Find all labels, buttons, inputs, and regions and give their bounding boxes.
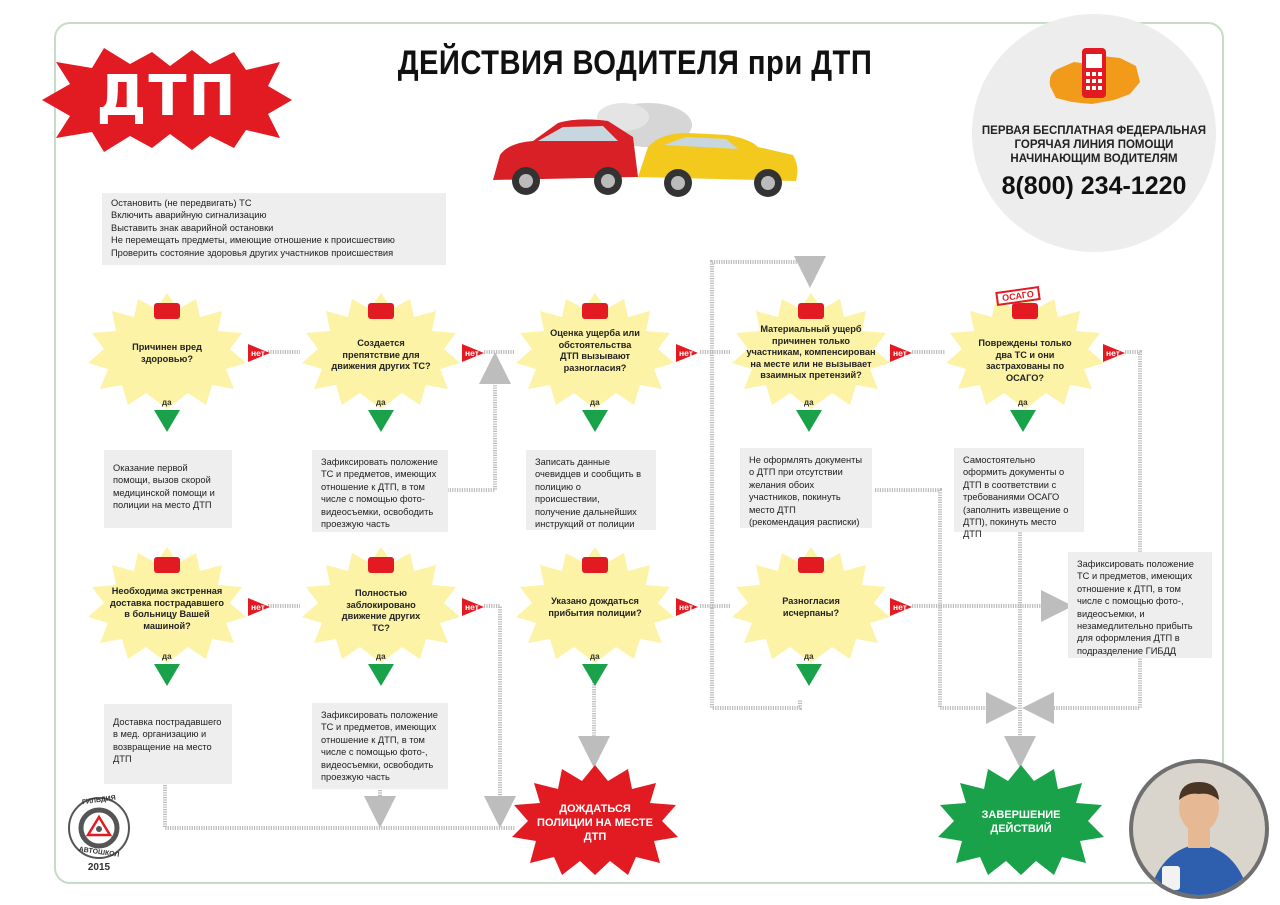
- no-label: нет: [251, 602, 265, 612]
- no-arrow-icon: [462, 598, 484, 616]
- yes-arrow-icon: [582, 664, 608, 686]
- yes-label: да: [590, 398, 600, 407]
- first-step: Включить аварийную сигнализацию: [111, 210, 267, 221]
- no-arrow-icon: [462, 344, 484, 362]
- yes-label: да: [804, 398, 814, 407]
- hotline-phone: 8(800) 234-1220: [1001, 172, 1187, 200]
- decision-resolved: Разногласия исчерпаны?: [730, 546, 892, 666]
- decision-label: Необходима экстренная доставка пострадав…: [110, 586, 224, 631]
- action-go-gibdd: Зафиксировать положение ТС и предметов, …: [1068, 552, 1212, 658]
- page-title: ДЕЙСТВИЯ ВОДИТЕЛЯ при ДТП: [397, 44, 873, 82]
- no-label: нет: [251, 348, 265, 358]
- hotline-text: ПЕРВАЯ БЕСПЛАТНАЯ ФЕДЕРАЛЬНАЯ ГОРЯЧАЯ ЛИ…: [981, 125, 1207, 165]
- decision-label: Причинен вред здоровью?: [132, 342, 202, 364]
- yes-label: да: [1018, 398, 1028, 407]
- instructor-photo: [1129, 759, 1269, 899]
- first-step: Остановить (не передвигать) ТС: [111, 198, 252, 208]
- guild-logo: [68, 797, 130, 859]
- action-deliver-victim: Доставка пострадавшего в мед. организаци…: [104, 704, 232, 784]
- no-arrow-icon: [890, 598, 912, 616]
- no-label: нет: [893, 602, 907, 612]
- yes-label: да: [590, 652, 600, 661]
- decision-label: Повреждены только два ТС и они застрахов…: [978, 338, 1072, 383]
- dtp-badge-text: ДТП: [96, 64, 238, 129]
- yes-arrow-icon: [154, 664, 180, 686]
- yes-arrow-icon: [368, 410, 394, 432]
- yes-label: да: [162, 398, 172, 407]
- decision-material-damage: Материальный ущерб причинен только участ…: [730, 292, 892, 412]
- decision-label: Оценка ущерба или обстоятельства ДТП выз…: [550, 328, 640, 373]
- decision-burst-resolved: [732, 547, 890, 663]
- yes-arrow-icon: [154, 410, 180, 432]
- no-label: нет: [679, 602, 693, 612]
- decision-burst-blocked: [302, 547, 460, 663]
- action-first-aid: Оказание первой помощи, вызов скорой мед…: [104, 450, 232, 528]
- russia-phone-icon: [1049, 48, 1140, 104]
- decision-burst-material-damage: [732, 293, 890, 409]
- decision-osago: Повреждены только два ТС и они застрахов…: [944, 292, 1106, 412]
- first-step: Выставить знак аварийной остановки: [111, 222, 274, 233]
- decision-burst-osago: [946, 293, 1104, 409]
- no-label: нет: [465, 348, 479, 358]
- no-arrow-icon: [890, 344, 912, 362]
- decision-health: Причинен вред здоровью?: [86, 292, 248, 412]
- end-finish-label: ЗАВЕРШЕНИЕ ДЕЙСТВИЙ: [981, 809, 1061, 835]
- yes-label: да: [376, 652, 386, 661]
- decision-label: Создается препятствие для движения други…: [331, 338, 431, 371]
- decision-burst-health: [88, 293, 246, 409]
- first-steps-box: Остановить (не передвигать) ТС Включить …: [102, 193, 446, 265]
- action-no-documents: Не оформлять документы о ДТП при отсутст…: [740, 448, 872, 528]
- yes-label: да: [804, 652, 814, 661]
- first-step: Проверить состояние здоровья других учас…: [111, 247, 394, 258]
- decision-label: Разногласия исчерпаны?: [782, 596, 840, 618]
- no-label: нет: [465, 602, 479, 612]
- decision-dispute: Оценка ущерба или обстоятельства ДТП выз…: [514, 292, 676, 412]
- decision-burst-dispute: [516, 293, 674, 409]
- decision-burst-obstacle: [302, 293, 460, 409]
- no-label: нет: [1106, 348, 1120, 358]
- decision-wait-police: Указано дождаться прибытия полиции?: [514, 546, 676, 666]
- decision-burst-wait-police: [516, 547, 674, 663]
- yes-arrow-icon: [368, 664, 394, 686]
- end-finish-burst: [938, 765, 1104, 875]
- decision-blocked: Полностью заблокировано движение других …: [300, 546, 462, 666]
- yes-arrow-icon: [582, 410, 608, 432]
- decision-label: Полностью заблокировано движение других …: [341, 588, 421, 633]
- no-label: нет: [679, 348, 693, 358]
- decision-burst-emergency: [88, 547, 246, 663]
- yes-arrow-icon: [1010, 410, 1036, 432]
- yes-label: да: [376, 398, 386, 407]
- hotline-panel: ПЕРВАЯ БЕСПЛАТНАЯ ФЕДЕРАЛЬНАЯ ГОРЯЧАЯ ЛИ…: [972, 14, 1216, 252]
- end-wait-police-burst: [512, 765, 678, 875]
- no-arrow-icon: [676, 344, 698, 362]
- no-arrow-icon: [676, 598, 698, 616]
- decision-label: Материальный ущерб причинен только участ…: [746, 324, 876, 380]
- yes-arrow-icon: [796, 410, 822, 432]
- car-crash-illustration: [493, 103, 798, 197]
- decision-obstacle: Создается препятствие для движения други…: [300, 292, 462, 412]
- action-record-witnesses: Записать данные очевидцев и сообщить в п…: [526, 450, 656, 530]
- year-label: 2015: [87, 862, 111, 873]
- no-arrow-icon: [1103, 344, 1125, 362]
- action-fix-position: Зафиксировать положение ТС и предметов, …: [312, 450, 448, 532]
- decision-emergency: Необходима экстренная доставка пострадав…: [86, 546, 248, 666]
- yes-arrow-icon: [796, 664, 822, 686]
- first-step: Не перемещать предметы, имеющие отношени…: [111, 235, 395, 246]
- no-label: нет: [893, 348, 907, 358]
- no-arrow-icon: [248, 344, 270, 362]
- end-wait-police-label: ДОЖДАТЬСЯ ПОЛИЦИИ НА МЕСТЕ ДТП: [537, 803, 653, 843]
- action-osago-self: Самостоятельно оформить документы о ДТП …: [954, 448, 1084, 539]
- no-arrow-icon: [248, 598, 270, 616]
- yes-label: да: [162, 652, 172, 661]
- decision-label: Указано дождаться прибытия полиции?: [548, 596, 642, 618]
- dtp-badge-burst: [42, 48, 292, 152]
- action-fix-position-2: Зафиксировать положение ТС и предметов, …: [312, 703, 448, 789]
